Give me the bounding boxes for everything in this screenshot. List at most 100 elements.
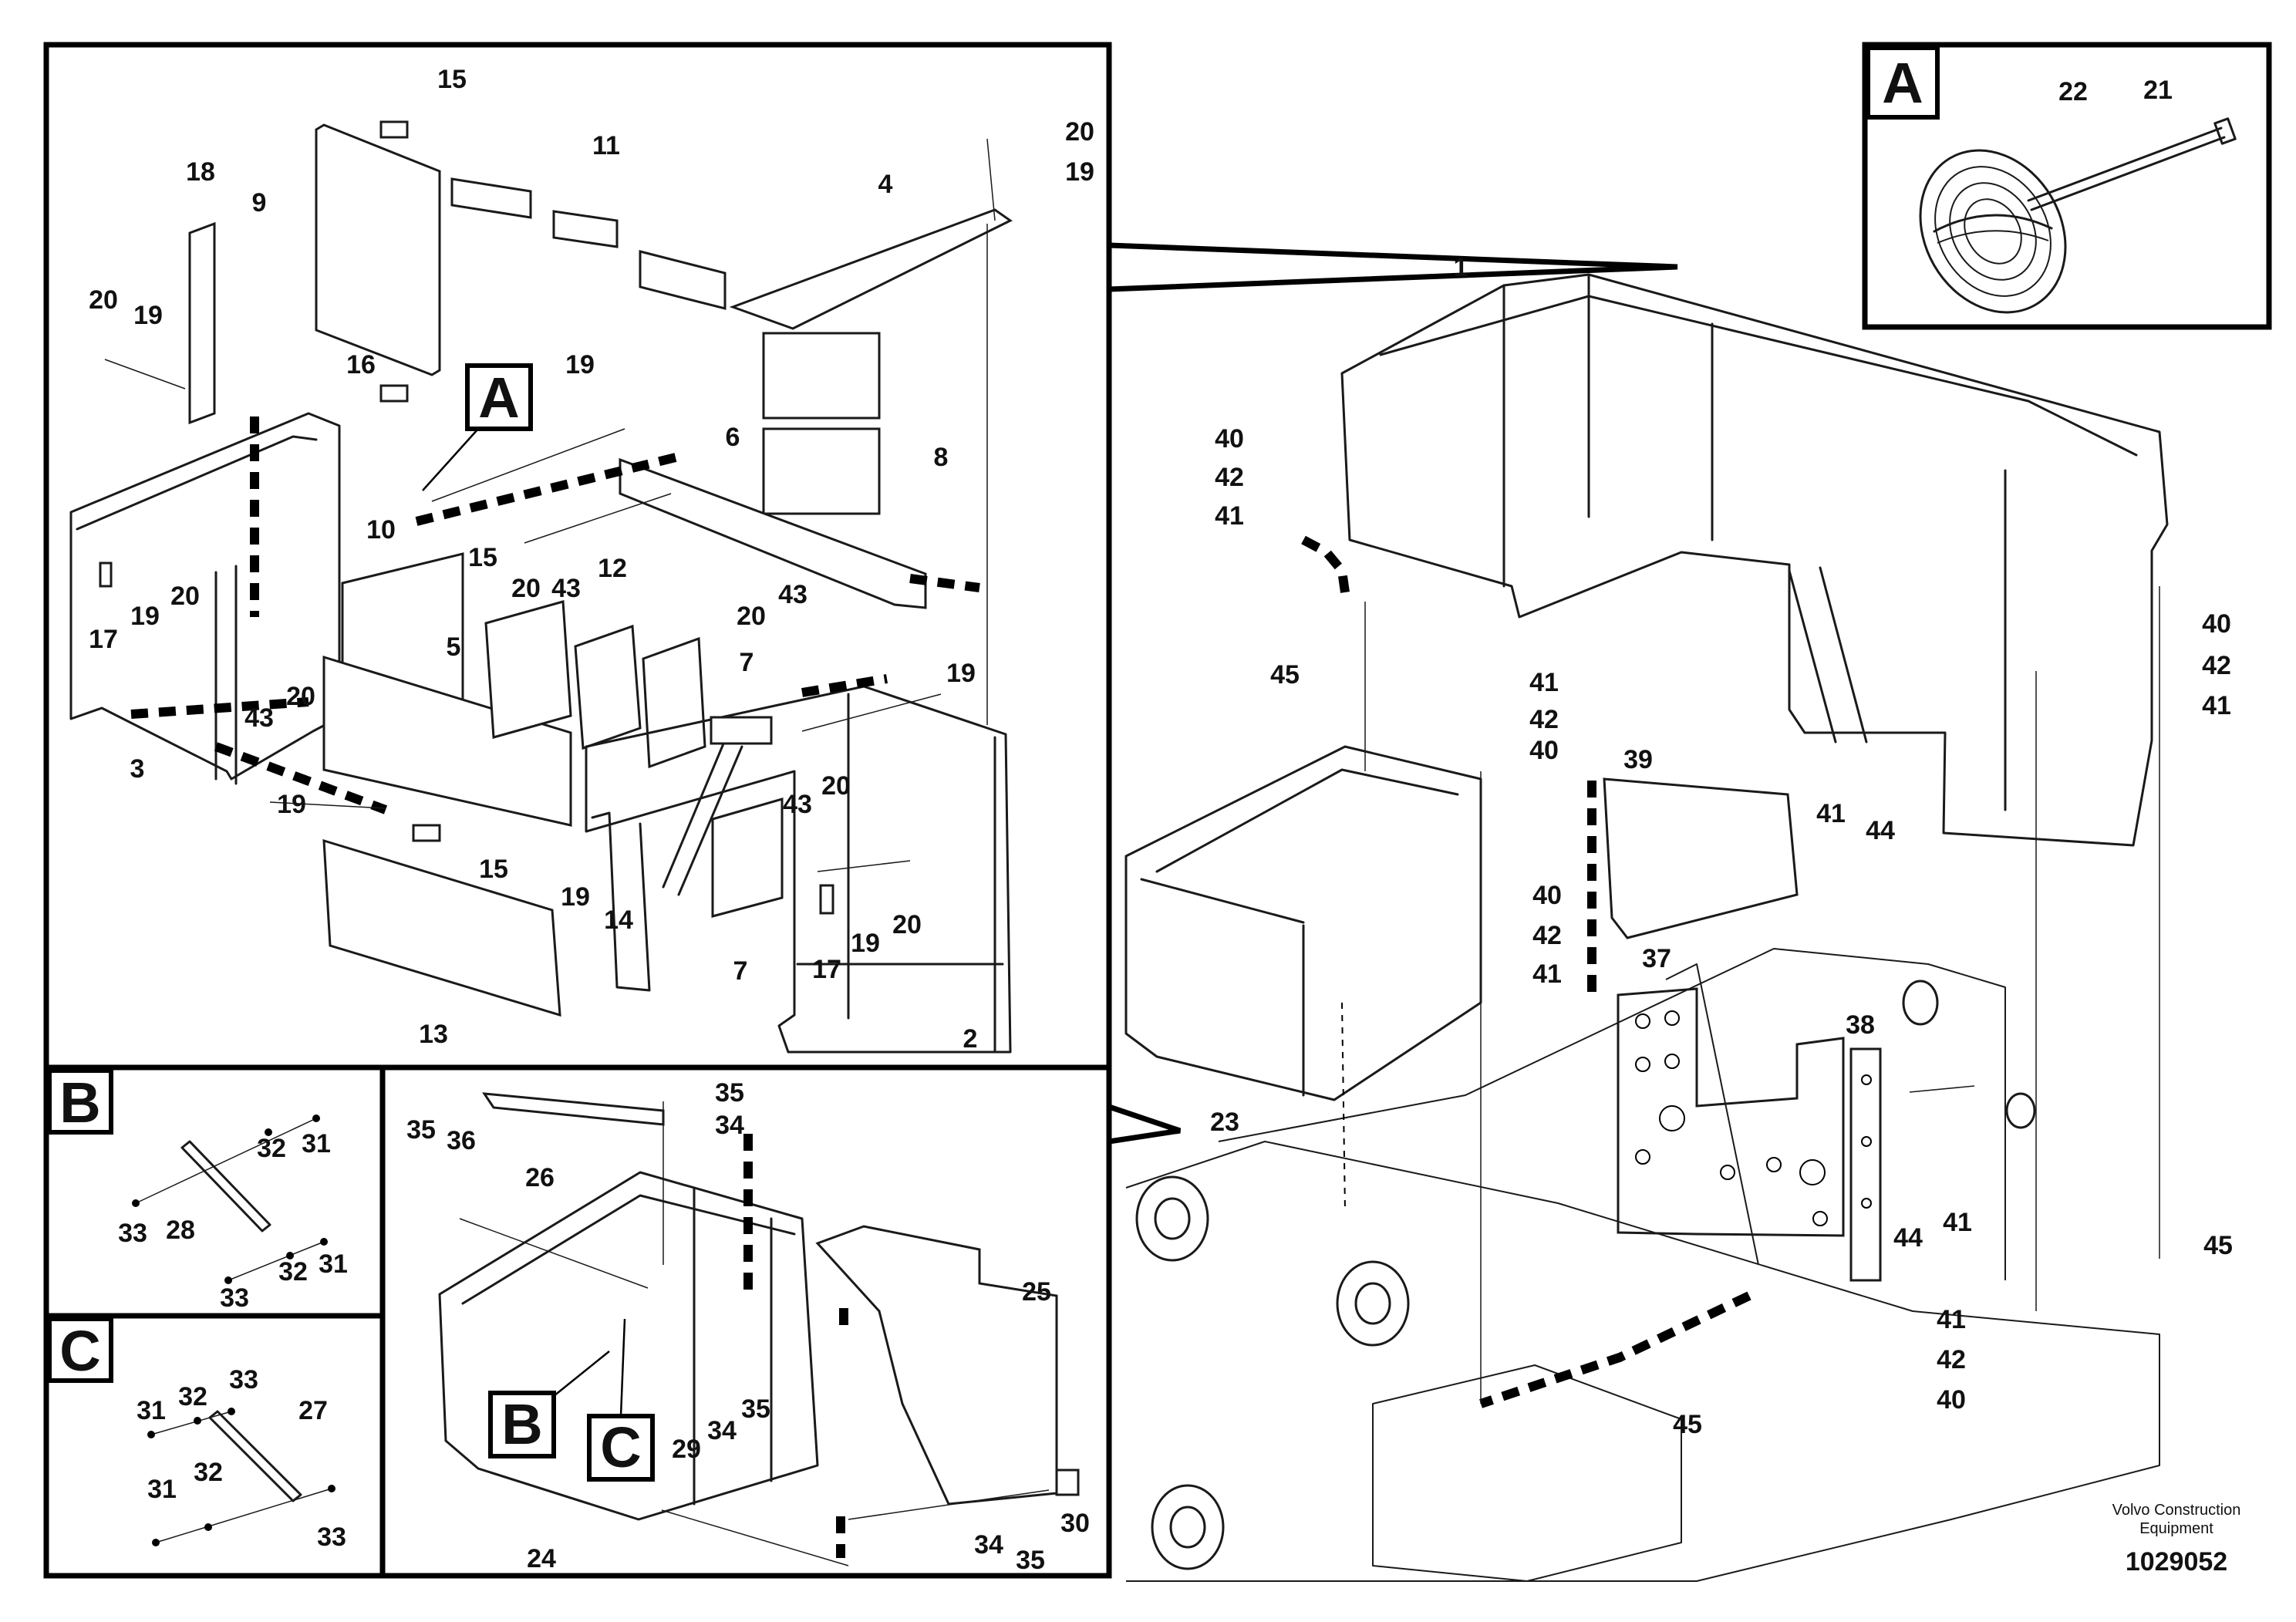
detail-letter-b-inset: B	[59, 1071, 100, 1135]
detail-b-strut	[132, 1114, 328, 1284]
part-label-7b: 7	[733, 956, 748, 986]
part-label-31: 31	[302, 1129, 331, 1158]
panel-frames	[43, 42, 2272, 1579]
detail-letter-a-inset: A	[1882, 51, 1923, 115]
part-label-40e: 40	[1937, 1385, 1966, 1415]
part-label-29: 29	[672, 1435, 701, 1464]
part-label-27: 27	[298, 1396, 328, 1425]
part-label-31c: 31	[137, 1396, 166, 1425]
part-label-45b: 45	[2203, 1231, 2233, 1260]
part-label-20f: 20	[286, 682, 315, 711]
part-label-35c: 35	[741, 1394, 770, 1424]
part-label-35d: 35	[1016, 1546, 1045, 1575]
part-label-4: 4	[878, 170, 893, 199]
part-label-41: 41	[1215, 501, 1244, 531]
part-label-44b: 44	[1893, 1223, 1923, 1253]
part-label-20b: 20	[89, 285, 118, 315]
part-label-6: 6	[726, 423, 740, 452]
part-label-45: 45	[1270, 660, 1300, 690]
part-label-2: 2	[963, 1024, 978, 1054]
part-label-41g: 41	[1937, 1305, 1966, 1334]
part-label-23: 23	[1210, 1108, 1239, 1137]
detail-a-fastener-drawing	[1919, 117, 2237, 314]
lower-housing-detail	[438, 1092, 1080, 1566]
part-label-20c: 20	[511, 574, 541, 603]
part-label-19d: 19	[130, 602, 160, 631]
part-label-30: 30	[1060, 1509, 1090, 1538]
part-label-20d: 20	[737, 602, 766, 631]
part-label-10: 10	[366, 515, 396, 545]
detail-c-strut	[147, 1408, 335, 1546]
part-label-38: 38	[1846, 1010, 1875, 1040]
part-label-31b: 31	[319, 1249, 348, 1279]
part-label-42e: 42	[1937, 1345, 1966, 1374]
part-label-20e: 20	[170, 582, 200, 611]
part-label-40b: 40	[2202, 609, 2231, 639]
part-label-14: 14	[604, 905, 633, 935]
part-label-33: 33	[118, 1219, 147, 1248]
part-label-13: 13	[419, 1020, 448, 1049]
part-label-43c: 43	[244, 703, 274, 733]
part-label-40: 40	[1215, 424, 1244, 454]
part-label-1: 1	[1454, 253, 1468, 282]
part-label-40d: 40	[1532, 881, 1562, 910]
part-label-12: 12	[598, 554, 627, 583]
part-label-41d: 41	[1816, 799, 1846, 828]
part-label-39: 39	[1623, 745, 1653, 774]
part-label-34b: 34	[707, 1416, 737, 1445]
part-label-20g: 20	[821, 771, 851, 801]
part-label-41b: 41	[2202, 691, 2231, 720]
right-housing-assembly	[1124, 273, 2169, 1582]
part-label-19b: 19	[133, 301, 163, 330]
part-label-41e: 41	[1532, 959, 1562, 989]
part-label-19c: 19	[565, 350, 595, 379]
part-label-33c: 33	[229, 1365, 258, 1394]
part-label-41c: 41	[1529, 668, 1559, 697]
part-number-labels: 15 11 20 19 4 18 9 20 19 16 19 6 8 10 15…	[89, 65, 2233, 1575]
part-label-16: 16	[346, 350, 376, 379]
part-label-31d: 31	[147, 1475, 177, 1504]
part-label-42b: 42	[2202, 651, 2231, 680]
detail-letter-c-inset: C	[59, 1319, 100, 1383]
detail-box-b-callout: B	[488, 1351, 610, 1458]
part-label-42c: 42	[1529, 705, 1559, 734]
part-label-15b: 15	[468, 543, 497, 572]
detail-letter-c-callout: C	[600, 1415, 641, 1479]
part-label-42: 42	[1215, 463, 1244, 492]
part-label-17b: 17	[812, 955, 841, 984]
part-label-37: 37	[1642, 944, 1671, 973]
detail-letter-a-callout: A	[478, 366, 519, 430]
part-label-44: 44	[1866, 816, 1895, 845]
footer-branding: Volvo Construction Equipment 1029052	[2112, 1502, 2241, 1576]
part-label-26: 26	[525, 1163, 555, 1192]
detail-box-a-callout: A	[422, 363, 533, 491]
brand-name-line1: Volvo Construction	[2112, 1502, 2241, 1519]
part-label-33d: 33	[317, 1523, 346, 1552]
part-label-19: 19	[1065, 157, 1094, 187]
part-label-21: 21	[2143, 76, 2173, 105]
detail-box-b-inset: B	[47, 1068, 113, 1135]
part-label-25: 25	[1022, 1277, 1051, 1307]
brand-name-line2: Equipment	[2139, 1520, 2213, 1537]
part-label-43b: 43	[778, 580, 807, 609]
part-label-35: 35	[715, 1078, 744, 1108]
part-label-32d: 32	[194, 1458, 223, 1487]
part-label-34: 34	[715, 1111, 744, 1140]
part-label-18: 18	[186, 157, 215, 187]
detail-letter-boxes: A B C A B C	[47, 46, 1940, 1482]
detail-box-c-callout: C	[587, 1318, 655, 1482]
part-label-17: 17	[89, 625, 118, 654]
part-label-15: 15	[437, 65, 467, 94]
part-label-43: 43	[551, 574, 581, 603]
part-label-33b: 33	[220, 1283, 249, 1313]
left-exploded-housing	[69, 120, 1013, 1054]
detail-box-c-inset: C	[47, 1317, 113, 1383]
part-label-24: 24	[527, 1544, 556, 1573]
part-label-32c: 32	[178, 1382, 207, 1411]
detail-letter-b-callout: B	[501, 1392, 542, 1456]
part-label-42d: 42	[1532, 921, 1562, 950]
part-label-15c: 15	[479, 855, 508, 884]
part-label-8: 8	[934, 443, 949, 472]
part-label-20: 20	[1065, 117, 1094, 147]
